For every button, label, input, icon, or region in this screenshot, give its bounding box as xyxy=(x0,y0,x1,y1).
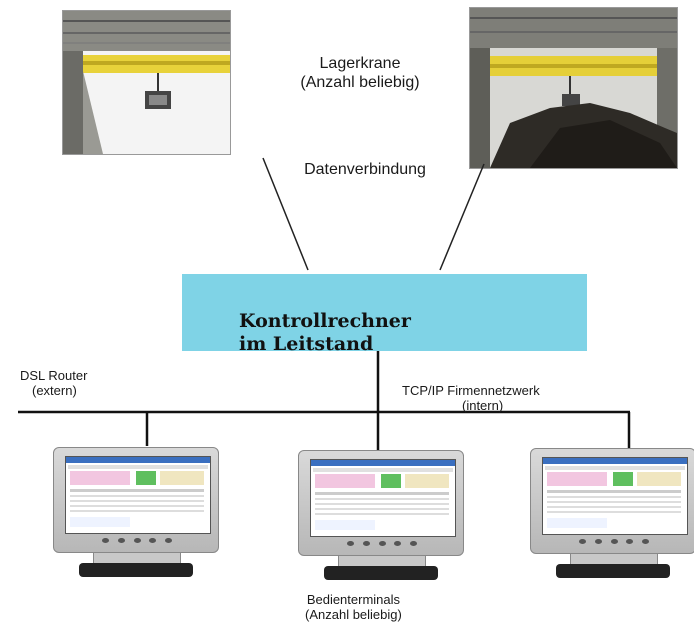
crane-photo-right xyxy=(469,7,678,169)
cranes-label-line2: (Anzahl beliebig) xyxy=(300,74,420,91)
control-line1: Kontrollrechner xyxy=(239,310,411,332)
cranes-label-line1: Lagerkrane xyxy=(319,55,401,72)
terminals-line2: (Anzahl beliebig) xyxy=(305,607,402,622)
dsl-router-label: DSL Router (extern) xyxy=(20,368,87,398)
terminal-monitor-center xyxy=(298,450,464,580)
network-line1: TCP/IP Firmennetzwerk xyxy=(402,383,540,398)
terminals-line1: Bedienterminals xyxy=(306,592,401,607)
monitor-base xyxy=(556,564,670,578)
link-right-crane xyxy=(439,163,485,271)
monitor-base xyxy=(324,566,438,580)
terminals-label: Bedienterminals (Anzahl beliebig) xyxy=(305,592,402,622)
monitor-bezel xyxy=(298,450,464,556)
network-label: TCP/IP Firmennetzwerk (intern) xyxy=(402,383,540,413)
monitor-screen xyxy=(542,457,688,535)
control-computer-box: Kontrollrechner im Leitstand xyxy=(182,274,587,355)
router-line1: DSL Router xyxy=(20,368,88,383)
monitor-screen xyxy=(310,459,456,537)
monitor-base xyxy=(79,563,193,577)
terminal-monitor-left xyxy=(53,447,219,577)
data-connection-label: Datenverbindung xyxy=(304,161,426,178)
control-computer-label: Kontrollrechner im Leitstand xyxy=(239,310,411,356)
monitor-screen xyxy=(65,456,211,534)
link-left-crane xyxy=(262,157,309,271)
monitor-bezel xyxy=(530,448,694,554)
monitor-bezel xyxy=(53,447,219,553)
monitor-buttons xyxy=(579,539,649,545)
router-line2: (extern) xyxy=(32,383,77,398)
monitor-buttons xyxy=(102,538,172,544)
terminal-monitor-right xyxy=(530,448,694,578)
crane-photo-left xyxy=(62,10,231,155)
monitor-buttons xyxy=(347,541,417,547)
control-line2: im Leitstand xyxy=(239,333,374,355)
network-line2: (intern) xyxy=(462,398,504,413)
